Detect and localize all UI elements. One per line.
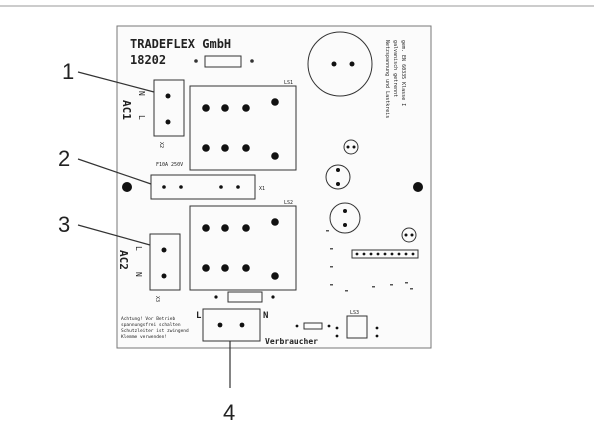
label-ls1: LS1 [284, 80, 293, 86]
warning-line: spannungsfrei schalten [121, 322, 181, 328]
transistor-pad [343, 223, 347, 227]
resistor-small [303, 322, 323, 330]
label-x3: X3 [154, 296, 160, 302]
relay-pin [242, 264, 250, 272]
side-text-line: gem. EN 60335 Klasse I [400, 40, 406, 106]
terminal-pad [217, 322, 223, 328]
transistor-pad [336, 182, 340, 186]
component-pad [335, 326, 339, 330]
terminal-block-ac1 [153, 79, 185, 137]
led-pad [346, 145, 350, 149]
led-1 [343, 139, 359, 155]
callout-number-4: 4 [223, 400, 235, 425]
warning-line: Schutzleiter ist zwingend [121, 328, 189, 334]
label-l-out: L [196, 311, 202, 321]
side-text-line: galvanisch getrennt [392, 40, 398, 97]
label-fuse: F10A 250V [156, 162, 183, 168]
relay-pin [202, 224, 210, 232]
relay-pin [221, 104, 229, 112]
relay-pin [221, 144, 229, 152]
fuse-pad [219, 185, 223, 189]
fuse-pad [179, 185, 183, 189]
led-pad [404, 233, 408, 237]
transistor-1 [325, 164, 351, 190]
resistor-small-pad [295, 324, 299, 328]
terminal-pad [161, 247, 167, 253]
relay-ls1 [189, 85, 297, 171]
warning-line: Achtung! Vor Betrieb [121, 316, 175, 322]
relay-pin [271, 152, 279, 160]
component-pad [375, 334, 379, 338]
resistor-top-pad [250, 59, 254, 63]
relay-pin [271, 218, 279, 226]
led-pad [410, 233, 414, 237]
terminal-pad [165, 119, 171, 125]
relay-pin [271, 98, 279, 106]
label-ls2: LS2 [284, 200, 293, 206]
resistor-top-pad [194, 59, 198, 63]
label-n1: N [137, 91, 146, 96]
transistor-pad [343, 209, 347, 213]
output-terminal-block [202, 308, 261, 342]
label-n-out: N [263, 311, 268, 321]
fuse-pad [236, 185, 240, 189]
relay-pin [202, 264, 210, 272]
terminal-pad [161, 273, 167, 279]
component-pad [349, 61, 355, 67]
resistor-mid-pad [214, 295, 218, 299]
company-name: TRADEFLEX GmbH [130, 37, 231, 51]
label-l1: L [137, 115, 146, 120]
callout-number-3: 3 [58, 212, 70, 237]
relay-pin [242, 224, 250, 232]
label-x2: X2 [158, 142, 164, 148]
transistor-pad [336, 168, 340, 172]
transistor-2 [329, 202, 361, 234]
callout-line-2 [77, 158, 152, 185]
board-number: 18202 [130, 53, 166, 67]
led-2 [401, 227, 417, 243]
relay-pin [242, 144, 250, 152]
mounting-hole-left [122, 182, 132, 192]
resistor-mid-pad [271, 295, 275, 299]
relay-pin [271, 272, 279, 280]
relay-pin [221, 264, 229, 272]
warning-line: Klemme verwenden! [121, 334, 167, 340]
resistor-mid [227, 291, 263, 303]
relay-pin [221, 224, 229, 232]
label-n2: N [134, 272, 143, 277]
relay-pin [202, 104, 210, 112]
relay-pin [242, 104, 250, 112]
terminal-block-ac2 [149, 233, 181, 291]
mounting-hole-right [413, 182, 423, 192]
fuse-pad [162, 185, 166, 189]
label-ac2: AC2 [117, 250, 130, 270]
label-ls3: LS3 [350, 310, 359, 316]
pin-header-pins [355, 252, 415, 256]
label-x1: X1 [259, 186, 265, 192]
callout-line-1 [77, 71, 155, 93]
resistor-small-pad [327, 324, 331, 328]
terminal-pad [239, 322, 245, 328]
component-pad [331, 61, 337, 67]
component-pad [375, 326, 379, 330]
callout-number-1: 1 [62, 59, 74, 84]
led-pad [352, 145, 356, 149]
side-text-line: Netzspannung und Lastkreis [384, 40, 390, 118]
component-ls3 [346, 315, 368, 339]
resistor-top [204, 55, 242, 68]
label-verbraucher: Verbraucher [265, 337, 318, 346]
large-round-component [307, 31, 373, 97]
fuse-holder [150, 174, 256, 200]
relay-pin [202, 144, 210, 152]
label-ac1: AC1 [120, 100, 133, 120]
terminal-pad [165, 93, 171, 99]
label-l2: L [134, 246, 143, 251]
pin-header [351, 249, 419, 259]
callout-number-2: 2 [58, 146, 70, 171]
component-pad [335, 334, 339, 338]
callout-line-3 [77, 224, 151, 246]
relay-ls2 [189, 205, 297, 291]
small-pads [326, 230, 413, 292]
